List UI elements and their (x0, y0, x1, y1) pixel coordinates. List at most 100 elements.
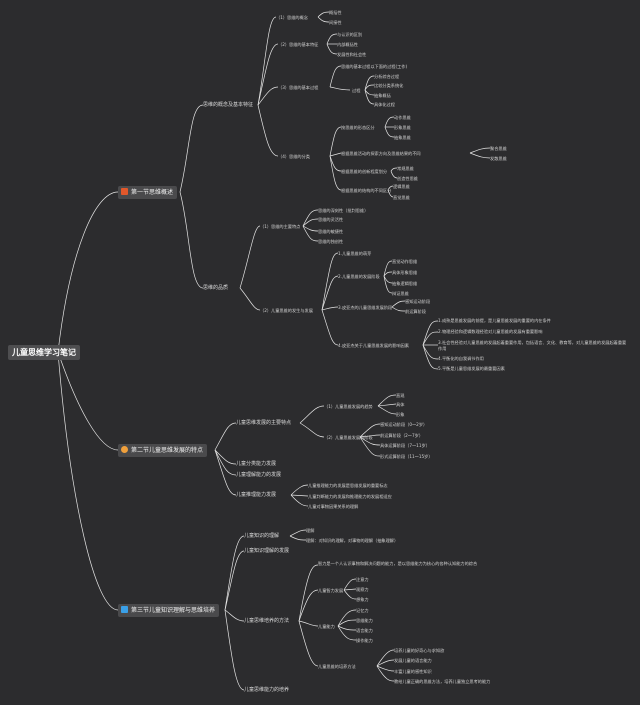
s2-a2-item[interactable]: 形式运算阶段（11～15岁） (380, 454, 433, 459)
s2-d-item[interactable]: 儿童对事物因果关系的理解 (308, 504, 359, 509)
s1-a4-group[interactable]: 根据思维的创新程度划分 (341, 169, 388, 174)
s1-a4-item[interactable]: 发散思维 (490, 156, 507, 161)
s1-a4-item[interactable]: 形象思维 (394, 125, 411, 130)
s2-a2-item[interactable]: 前运算阶段（2～7岁） (380, 433, 424, 438)
s2-d[interactable]: 儿童推理能力发展 (236, 492, 277, 498)
s3-c[interactable]: 儿童思维培养的方法 (244, 618, 290, 624)
s1-a4-item[interactable]: 抽象思维 (394, 135, 411, 140)
s1-b2-item[interactable]: 抽象逻辑思维 (392, 281, 418, 286)
circle-icon (121, 446, 128, 453)
s3-c4-item[interactable]: 培养儿童的好奇心与求知欲 (394, 648, 445, 653)
s1-a1[interactable]: （1）思维的概念 (276, 15, 308, 20)
s1-b1-item[interactable]: 思维的深刻性（批判思维） (318, 208, 369, 213)
section-3-title: 第三节儿童知识理解与思维培养 (131, 607, 216, 614)
s1-b2-item[interactable]: 具体形象思维 (392, 270, 418, 275)
s3-c2-item[interactable]: 注意力 (356, 577, 369, 582)
section-1-node[interactable]: 第一节思维概述 (118, 186, 178, 199)
square-icon (121, 606, 128, 613)
s1-b2-factor[interactable]: 1.成熟是思维发展的前提，是儿童思维发展的重要的内在条件 (438, 318, 551, 323)
s1-a4-item[interactable]: 常规思维 (397, 166, 414, 171)
s2-a2-item[interactable]: 感知运动阶段（0～2岁） (380, 422, 428, 427)
root-title: 儿童思维学习笔记 (12, 348, 76, 357)
s3-c4[interactable]: 儿童思维的培养方法 (318, 664, 356, 669)
s3-c3-item[interactable]: 记忆力 (356, 608, 369, 613)
s2-a1-item[interactable]: 形象 (396, 412, 405, 417)
s1-b2-factor[interactable]: 2.物理经验和逻辑数理经验对儿童思维的发展有重要影响 (438, 329, 543, 334)
s3-c3-item[interactable]: 思维能力 (356, 618, 373, 623)
root-node[interactable]: 儿童思维学习笔记 (8, 345, 80, 360)
s1-a1-item[interactable]: 概括性 (329, 10, 342, 15)
s1-a3-key[interactable]: 过程 (352, 88, 361, 93)
s1-a3-item[interactable]: 比较分类系统化 (374, 83, 404, 88)
s1-a4-group[interactable]: 按思维的形态区分 (341, 125, 375, 130)
s2-a2[interactable]: （2）儿童思维发展的阶段 (324, 435, 373, 440)
s2-d-item[interactable]: 儿童推理能力的发展是思维发展的重要标志 (308, 483, 388, 488)
s3-a-item[interactable]: 理解 (306, 528, 315, 533)
s3-c1[interactable]: 智力是一个人认识事物和解决问题的能力，是以思维能力为核心的各种认知能力的综合 (318, 561, 478, 566)
s1-a4-item[interactable]: 动作思维 (394, 115, 411, 120)
s3-c2[interactable]: 儿童智力发展 (318, 588, 344, 593)
s1-a3-item[interactable]: 具体化过程 (374, 102, 395, 107)
s3-c2-item[interactable]: 观察力 (356, 587, 369, 592)
s1-a3-item[interactable]: 抽象概括 (374, 93, 391, 98)
s1-b2-item[interactable]: 感知运动阶段 (405, 299, 431, 304)
s3-c4-item[interactable]: 教给儿童正确的思维方法，培养儿童独立思考的能力 (394, 679, 491, 684)
s1-a4[interactable]: （4）思维的分类 (278, 154, 310, 159)
s2-a2-item[interactable]: 具体运算阶段（7～11岁） (380, 443, 430, 448)
s1-a4-item[interactable]: 聚合思维 (490, 146, 507, 151)
s2-a1[interactable]: （1）儿童思维发展的趋势 (324, 404, 373, 409)
s2-a1-item[interactable]: 具体 (396, 402, 405, 407)
section-2-node[interactable]: 第二节儿童思维发展的特点 (118, 444, 208, 457)
section-1-title: 第一节思维概述 (131, 189, 174, 196)
s1-b1-item[interactable]: 思维的灵活性 (318, 217, 344, 222)
s3-a[interactable]: 儿童知识的理解 (244, 533, 280, 539)
section-2-title: 第二节儿童思维发展的特点 (131, 447, 204, 454)
s1-a4-item[interactable]: 创造性思维 (397, 176, 418, 181)
flame-icon (121, 188, 128, 195)
s3-c4-item[interactable]: 丰富儿童的感性知识 (394, 669, 432, 674)
s2-c[interactable]: 儿童理解能力的发展 (236, 472, 282, 478)
s3-b[interactable]: 儿童知识理解的发展 (244, 548, 290, 554)
s2-a1-item[interactable]: 直观 (396, 393, 405, 398)
s1-b[interactable]: 思维的品质 (203, 285, 229, 291)
s1-b1-item[interactable]: 思维的独创性 (318, 239, 344, 244)
s1-a[interactable]: 思维的概念及基本特征 (203, 102, 254, 108)
s3-c3-item[interactable]: 操作能力 (356, 638, 373, 643)
s3-c3[interactable]: 儿童能力 (318, 624, 335, 629)
s1-a4-item[interactable]: 直觉思维 (393, 195, 410, 200)
s1-a2-item[interactable]: 与认识的区别 (337, 32, 363, 37)
s1-b2-group[interactable]: 4.皮亚杰关于儿童思维发展的影响因素 (338, 343, 409, 348)
s2-b[interactable]: 儿童分类能力发展 (236, 461, 277, 467)
s2-a[interactable]: 儿童思维发展的主要特点 (236, 420, 292, 426)
s3-a-item[interactable]: 理解：对知识的理解，对事物的理解（抽象理解） (306, 538, 399, 543)
s1-a4-group[interactable]: 根据思维的结构的不同区分 (341, 188, 392, 193)
s3-c2-item[interactable]: 想象力 (356, 597, 369, 602)
s1-a2-item[interactable]: 内部概括性 (337, 42, 358, 47)
s1-b2-factor[interactable]: 3.社会性经验对儿童思维的发展起着重要作用，包括语言、文化、教育等，对儿童思维的… (438, 340, 627, 351)
s1-a2[interactable]: （2）思维的基本特征 (278, 42, 319, 47)
s1-a4-group[interactable]: 根据思维活动的探索方向及思维结果的不同 (341, 151, 421, 156)
s1-a2-item[interactable]: 发展性和社会性 (337, 52, 367, 57)
s3-d[interactable]: 儿童思维能力的培养 (244, 687, 290, 693)
s1-a4-item[interactable]: 逻辑思维 (393, 184, 410, 189)
s1-a3[interactable]: （3）思维的基本过程 (278, 85, 319, 90)
s1-b2[interactable]: （2）儿童思维的发生与发展 (260, 308, 313, 313)
s3-c4-item[interactable]: 发展儿童的语言能力 (394, 658, 432, 663)
s1-b2-item[interactable]: 前运算阶段 (405, 309, 426, 314)
s1-b2-group[interactable]: 2.儿童思维的发展阶段 (338, 274, 380, 279)
s1-a3-item[interactable]: 分析综合过程 (374, 74, 400, 79)
s3-c3-item[interactable]: 语言能力 (356, 628, 373, 633)
s1-b1-item[interactable]: 思维的敏捷性 (318, 229, 344, 234)
s1-a3-note[interactable]: 思维的基本过程以下面的过程(工作) (341, 64, 408, 69)
s1-a1-item[interactable]: 间接性 (329, 20, 342, 25)
s1-b2-factor[interactable]: 5.平衡是儿童思维发展的最重要因素 (438, 366, 505, 371)
s2-d-item[interactable]: 儿童判断能力的发展和推理能力的发展相适应 (308, 494, 392, 499)
section-3-node[interactable]: 第三节儿童知识理解与思维培养 (118, 604, 220, 617)
s1-b2-group[interactable]: 1.儿童思维的萌芽 (338, 251, 372, 256)
s1-b2-item[interactable]: 直觉动作思维 (392, 259, 418, 264)
s1-b1[interactable]: （1）思维的主要特点 (260, 224, 301, 229)
s1-b2-group[interactable]: 3.皮亚杰的儿童思维发展阶段 (338, 305, 393, 310)
s1-b2-factor[interactable]: 4.平衡化的自我调节作用 (438, 356, 484, 361)
s1-b2-item[interactable]: 辩证思维 (392, 291, 409, 296)
